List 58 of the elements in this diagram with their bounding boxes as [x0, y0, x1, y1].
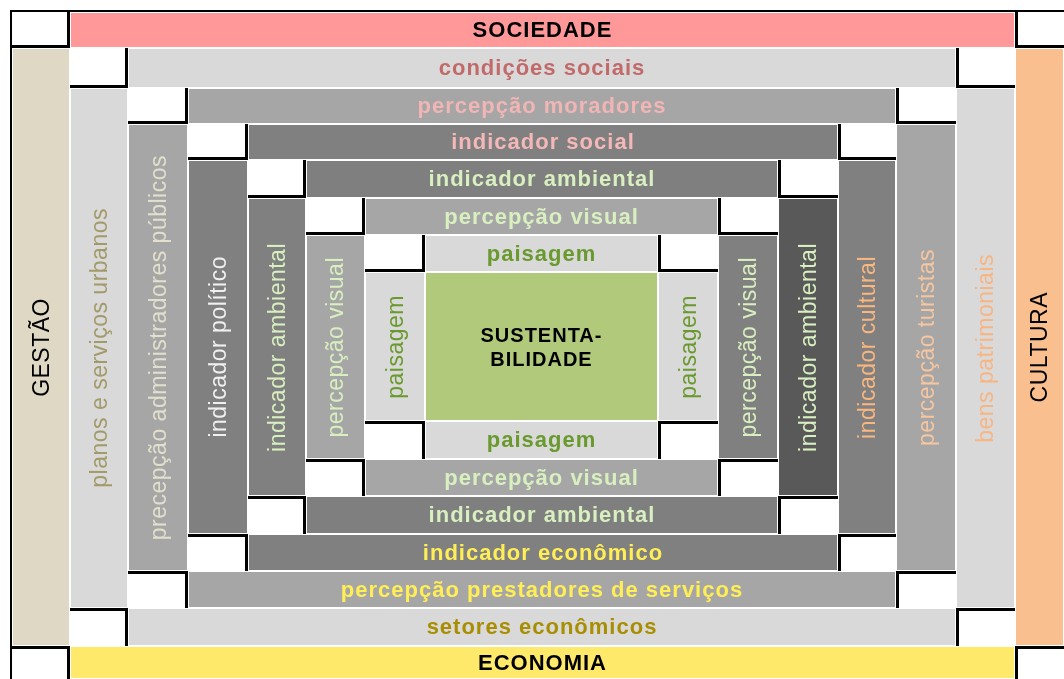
center-square	[425, 272, 658, 421]
band-label: condições sociais	[438, 55, 646, 81]
frame-band	[365, 272, 425, 421]
band-label: SOCIEDADE	[472, 17, 613, 43]
frame-band	[718, 235, 778, 459]
frame-band	[306, 235, 365, 459]
band-label: indicador ambiental	[428, 502, 656, 528]
band-label: bens patrimoniais	[972, 253, 999, 443]
frame-band	[248, 124, 838, 160]
frame-band	[838, 160, 896, 534]
frame-band	[128, 124, 188, 571]
band-label: indicador social	[451, 129, 635, 155]
frame-band	[306, 496, 778, 534]
frame-band	[70, 12, 1015, 48]
band-label: percepção turistas	[912, 249, 940, 446]
frame-band	[778, 198, 838, 496]
frame-band	[188, 160, 248, 534]
band-label: indicador ambiental	[428, 166, 656, 192]
band-label: percepção visual	[322, 256, 349, 438]
frame-band	[425, 421, 658, 459]
band-label: planos e serviços urbanos	[85, 208, 113, 488]
band-label: percepção prestadores de serviços	[340, 576, 744, 603]
frame-band	[70, 88, 128, 608]
frame-band	[70, 646, 1015, 679]
band-label: percepção moradores	[417, 93, 667, 119]
band-label: paisagem	[381, 294, 409, 399]
band-label: precepção administradores públicos	[144, 154, 172, 541]
band-label: indicador político	[204, 256, 232, 438]
frame-band	[128, 48, 956, 88]
band-label: percepção visual	[444, 203, 639, 230]
band-label: CULTURA	[1026, 291, 1053, 403]
frame-band	[365, 459, 718, 496]
frame-band	[896, 124, 956, 571]
frame-band	[425, 235, 658, 272]
band-label: GESTÃO	[27, 297, 55, 397]
frame-band	[12, 48, 70, 646]
band-label: indicador cultural	[853, 255, 881, 439]
frame-band	[188, 571, 896, 608]
frame-band	[248, 198, 306, 496]
band-label: paisagem	[486, 427, 597, 453]
frame-band	[306, 160, 778, 198]
band-label: indicador ambiental	[263, 242, 291, 452]
frame-band	[188, 88, 896, 124]
band-label: percepção visual	[444, 464, 639, 491]
band-label: indicador econômico	[422, 539, 664, 566]
band-label: paisagem	[486, 240, 597, 267]
band-label: indicador ambiental	[794, 242, 822, 452]
frame-band	[248, 534, 838, 571]
band-label: percepção visual	[734, 256, 762, 438]
band-label: ECONOMIA	[478, 649, 607, 676]
band-label: SUSTENTA- BILIDADE	[479, 322, 604, 371]
frame-band	[128, 608, 956, 646]
frame-band	[365, 198, 718, 235]
frame-band	[658, 272, 718, 421]
frame-band	[956, 88, 1015, 608]
band-label: setores econômicos	[426, 614, 658, 640]
frame-band	[1015, 48, 1064, 646]
band-label: paisagem	[674, 294, 702, 399]
